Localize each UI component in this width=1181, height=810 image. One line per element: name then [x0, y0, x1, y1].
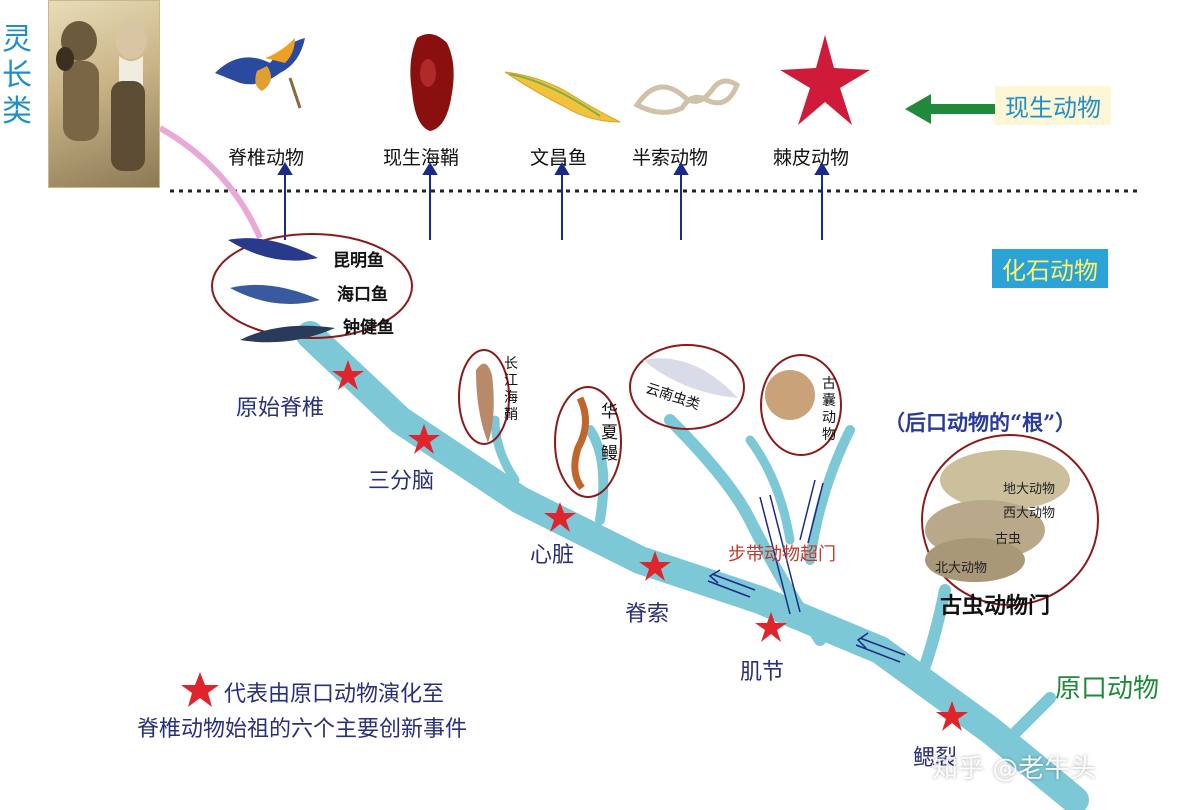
fossil-fish-circle [211, 233, 413, 339]
label-primitive-vertebra: 原始脊椎 [236, 396, 325, 421]
monkey-darwin-icon [56, 19, 147, 171]
descent-arrows [277, 162, 830, 240]
label-beida: 北大动物 [935, 561, 988, 576]
yunnan-worm-icon [643, 358, 738, 398]
vetulicolia-circle [921, 434, 1099, 606]
label-dida: 地大动物 [1003, 482, 1056, 497]
ancient-capsule-icon [765, 370, 815, 420]
primate-link [158, 125, 263, 240]
sea-squirt-fossil-circle [458, 349, 510, 445]
label-echinoderms: 棘皮动物 [773, 147, 850, 169]
legend-note-line1: 代表由原口动物演化至 [224, 682, 445, 707]
sea-squirt-icon [410, 34, 454, 131]
label-myomere: 肌节 [740, 660, 785, 685]
label-changjiang-sea-squirt: 长江海鞘 [504, 356, 518, 423]
label-kunming-fish: 昆明鱼 [333, 251, 384, 271]
tree-branches [296, 321, 1089, 810]
legend-star-icon [181, 672, 219, 707]
label-protostomes: 原口动物 [1055, 674, 1160, 704]
label-xida: 西大动物 [1003, 506, 1056, 521]
label-notochord: 脊索 [625, 602, 670, 627]
ancient-capsule-circle [760, 354, 842, 456]
primate-label: 灵 长 类 [2, 22, 32, 129]
label-modern-sea-squirt: 现生海鞘 [383, 147, 460, 169]
yunnan-worm-circle [629, 344, 745, 430]
bird-icon [215, 38, 305, 109]
watermark: 知乎 @老牛头 [932, 754, 1097, 784]
lancelet-icon [504, 71, 621, 123]
label-hemichordates: 半索动物 [632, 147, 709, 169]
legend-note-line2: 脊椎动物始祖的六个主要创新事件 [137, 717, 468, 742]
stem-arrows [707, 479, 906, 663]
label-guchong: 古虫 [995, 532, 1022, 547]
label-huaxia-eel: 华夏鳗 [601, 402, 618, 464]
label-heart: 心脏 [530, 543, 575, 568]
green-arrow-icon [905, 94, 995, 124]
vetulicolia-fossils-icon [925, 450, 1070, 582]
label-deuterostome-root: （后口动物的“根”） [884, 410, 1077, 435]
primate-portrait [48, 0, 160, 188]
eel-fossil-icon [571, 396, 589, 491]
label-ancient-capsule: 古囊动物 [822, 376, 836, 443]
fossil-fish-icons [228, 238, 335, 343]
label-vetulicolia-phylum: 古虫动物门 [940, 593, 1051, 619]
sea-squirt-fossil-icon [476, 363, 494, 443]
starfish-icon [780, 35, 870, 125]
label-ambulacraria: 步带动物超门 [728, 544, 836, 565]
innovation-stars [181, 360, 968, 731]
acorn-worm-icon [633, 78, 741, 115]
label-zhongjian-fish: 钟健鱼 [343, 318, 394, 338]
legend-modern-animals: 现生动物 [995, 86, 1111, 125]
legend-fossil-animals: 化石动物 [992, 249, 1108, 288]
label-haikou-fish: 海口鱼 [337, 285, 388, 305]
label-tripartite-brain: 三分脑 [368, 469, 435, 494]
eel-fossil-circle [554, 386, 622, 498]
label-lancelet: 文昌鱼 [530, 147, 588, 169]
label-gill-slits: 鳃裂 [913, 746, 958, 771]
